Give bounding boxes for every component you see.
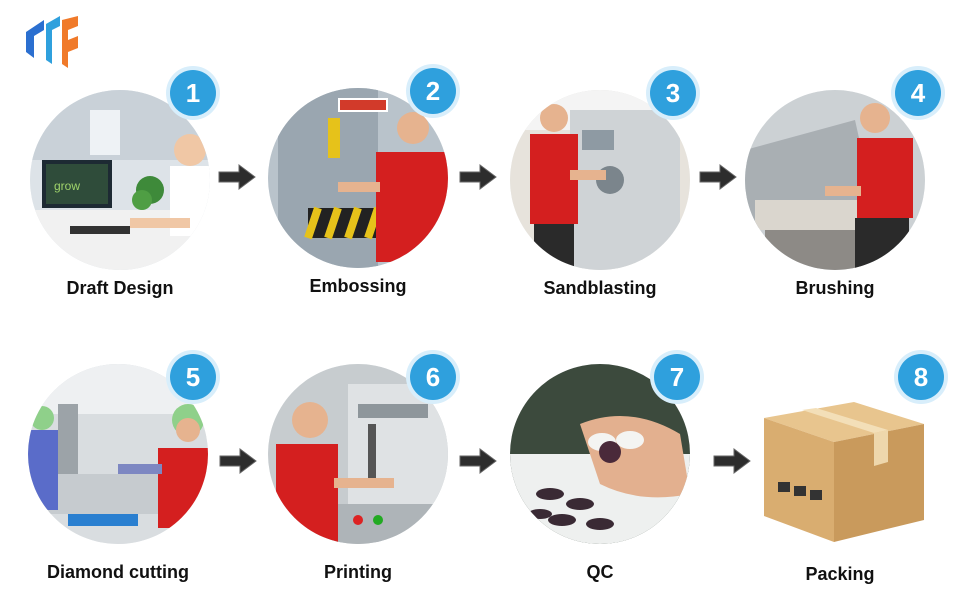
step-number-badge: 6 xyxy=(410,354,456,400)
step-label: Draft Design xyxy=(66,278,174,298)
monitor-logo-text: grow xyxy=(54,179,80,193)
step-number-badge: 4 xyxy=(895,70,941,116)
step-number-badge: 5 xyxy=(170,354,216,400)
embossing-photo xyxy=(268,88,448,268)
step-number-badge: 2 xyxy=(410,68,456,114)
step-packing: 8 Packing xyxy=(740,348,944,598)
step-brushing: 4 Brushing xyxy=(735,70,941,320)
step-label: Printing xyxy=(324,562,392,582)
step-qc: 7 QC xyxy=(500,348,700,598)
step-label: QC xyxy=(586,562,614,582)
step-number-badge: 8 xyxy=(898,354,944,400)
arrow-right-icon xyxy=(712,448,752,474)
cardboard-box-icon xyxy=(754,378,934,548)
company-logo-icon xyxy=(22,14,82,70)
arrow-right-icon xyxy=(218,448,258,474)
step-label: Diamond cutting xyxy=(47,562,189,582)
step-sandblasting: 3 Sandblasting xyxy=(500,70,700,320)
step-draft-design: grow 1 Draft Design xyxy=(20,70,220,320)
draft-design-photo: grow xyxy=(30,90,210,270)
step-number-badge: 1 xyxy=(170,70,216,116)
step-number-badge: 7 xyxy=(654,354,700,400)
arrow-right-icon xyxy=(458,164,498,190)
step-printing: 6 Printing xyxy=(258,348,458,598)
arrow-right-icon xyxy=(217,164,257,190)
brushing-photo xyxy=(745,90,925,270)
arrow-right-icon xyxy=(458,448,498,474)
sandblasting-photo xyxy=(510,90,690,270)
step-label: Sandblasting xyxy=(543,278,657,298)
step-diamond-cutting: 5 Diamond cutting xyxy=(18,348,218,598)
step-embossing: 2 Embossing xyxy=(258,68,458,318)
step-number-badge: 3 xyxy=(650,70,696,116)
step-label: Embossing xyxy=(309,276,407,296)
step-label: Brushing xyxy=(795,278,875,298)
arrow-right-icon xyxy=(698,164,738,190)
step-label: Packing xyxy=(805,564,875,584)
